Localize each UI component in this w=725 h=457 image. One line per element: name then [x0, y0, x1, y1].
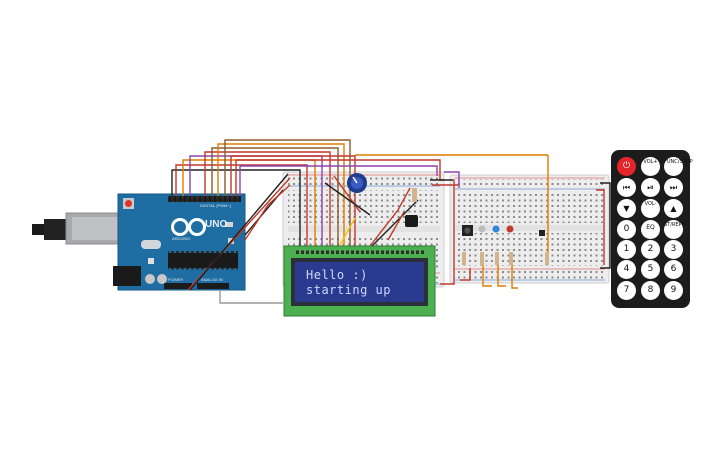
resistor — [412, 188, 417, 202]
breadboard-secondary[interactable] — [449, 174, 610, 284]
play-pause-button[interactable]: ⏯ — [641, 178, 660, 197]
arduino-brand-label: ARDUINO — [172, 236, 191, 241]
led-white — [478, 225, 486, 233]
next-track-button[interactable]: ⏭ — [664, 178, 683, 197]
power-button[interactable]: ⏻ — [617, 157, 636, 176]
reset-button[interactable] — [125, 200, 132, 207]
digit-5-button[interactable]: 5 — [641, 260, 660, 279]
led-blue — [492, 225, 500, 233]
digit-1-button[interactable]: 1 — [617, 240, 636, 259]
func-stop-button[interactable]: FUNC/STOP — [664, 157, 693, 176]
power-jack — [113, 266, 141, 286]
down-button[interactable]: ▼ — [617, 199, 636, 218]
ir-receiver — [405, 215, 418, 227]
usb-plug — [44, 219, 66, 240]
digit-0-button[interactable]: 0 — [617, 220, 636, 239]
led-red — [506, 225, 514, 233]
usb-plug-tip — [32, 224, 44, 235]
arduino-uno-board[interactable] — [32, 193, 246, 291]
digit-8-button[interactable]: 8 — [641, 281, 660, 300]
uno-model-label: UNO — [205, 219, 228, 230]
previous-track-button[interactable]: ⏮ — [617, 178, 636, 197]
lcd-16x2-module — [283, 245, 436, 317]
digit-4-button[interactable]: 4 — [617, 260, 636, 279]
digit-7-button[interactable]: 7 — [617, 281, 636, 300]
st-rept-button[interactable]: ST/REPT — [664, 220, 685, 239]
power-header-label: POWER — [168, 277, 184, 282]
digit-6-button[interactable]: 6 — [664, 260, 683, 279]
digit-9-button[interactable]: 9 — [664, 281, 683, 300]
eq-button[interactable]: EQ — [641, 220, 660, 239]
lcd-line-1: Hello :) — [306, 268, 368, 282]
button-small — [539, 230, 545, 236]
up-button[interactable]: ▲ — [664, 199, 683, 218]
vol-up-button[interactable]: VOL+ — [641, 157, 660, 176]
lcd-line-2: starting up — [306, 283, 391, 297]
digital-header-label: DIGITAL (PWM~) — [200, 203, 231, 208]
atmega-chip — [168, 253, 238, 268]
vol-down-button[interactable]: VOL- — [641, 199, 660, 218]
digit-2-button[interactable]: 2 — [641, 240, 660, 259]
digit-3-button[interactable]: 3 — [664, 240, 683, 259]
analog-header-label: ANALOG IN — [201, 277, 223, 282]
breadboard-components — [347, 173, 549, 265]
wires — [171, 139, 611, 304]
